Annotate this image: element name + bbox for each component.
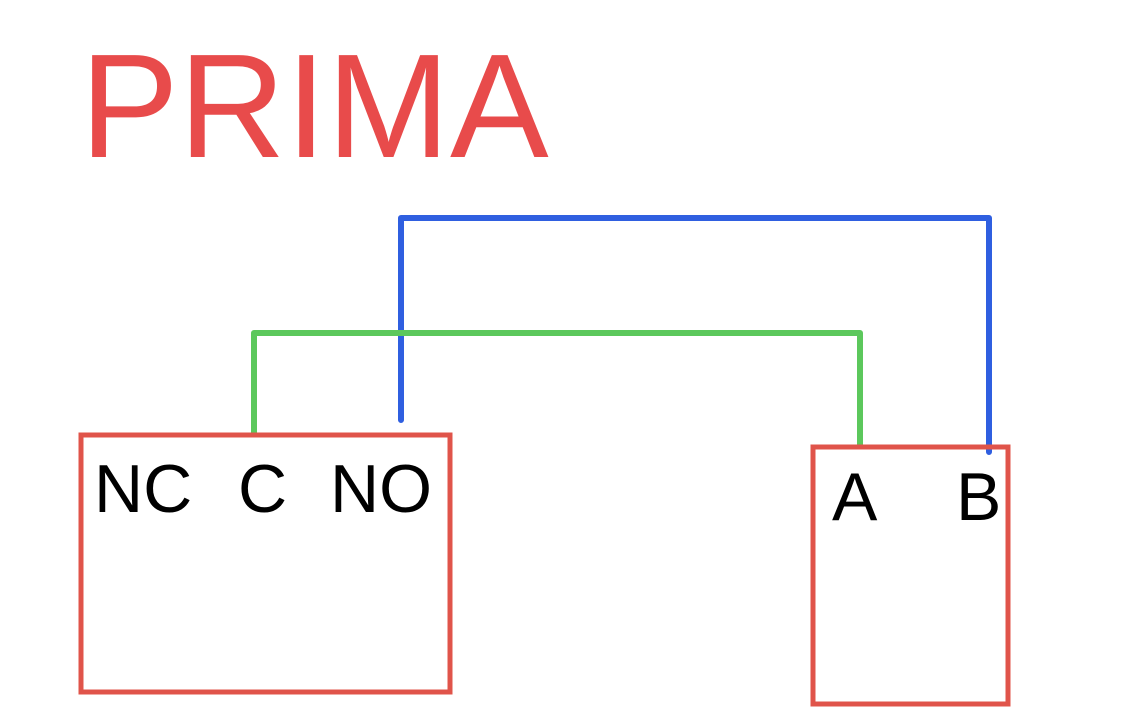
diagram-title: PRIMA: [80, 24, 549, 189]
wire-c-to-a: [251, 330, 863, 449]
terminal-nc-label: NC: [94, 451, 192, 527]
left-terminal-box: NC C NO: [78, 432, 453, 695]
left-box-outline: [78, 432, 453, 695]
terminal-a-label: A: [832, 459, 878, 535]
right-terminal-box: A B: [810, 444, 1011, 707]
terminal-no-label: NO: [330, 451, 432, 527]
terminal-c-label: C: [238, 451, 287, 527]
terminal-b-label: B: [956, 459, 1001, 535]
wire-no-to-b: [398, 215, 992, 455]
right-box-outline: [810, 444, 1011, 707]
